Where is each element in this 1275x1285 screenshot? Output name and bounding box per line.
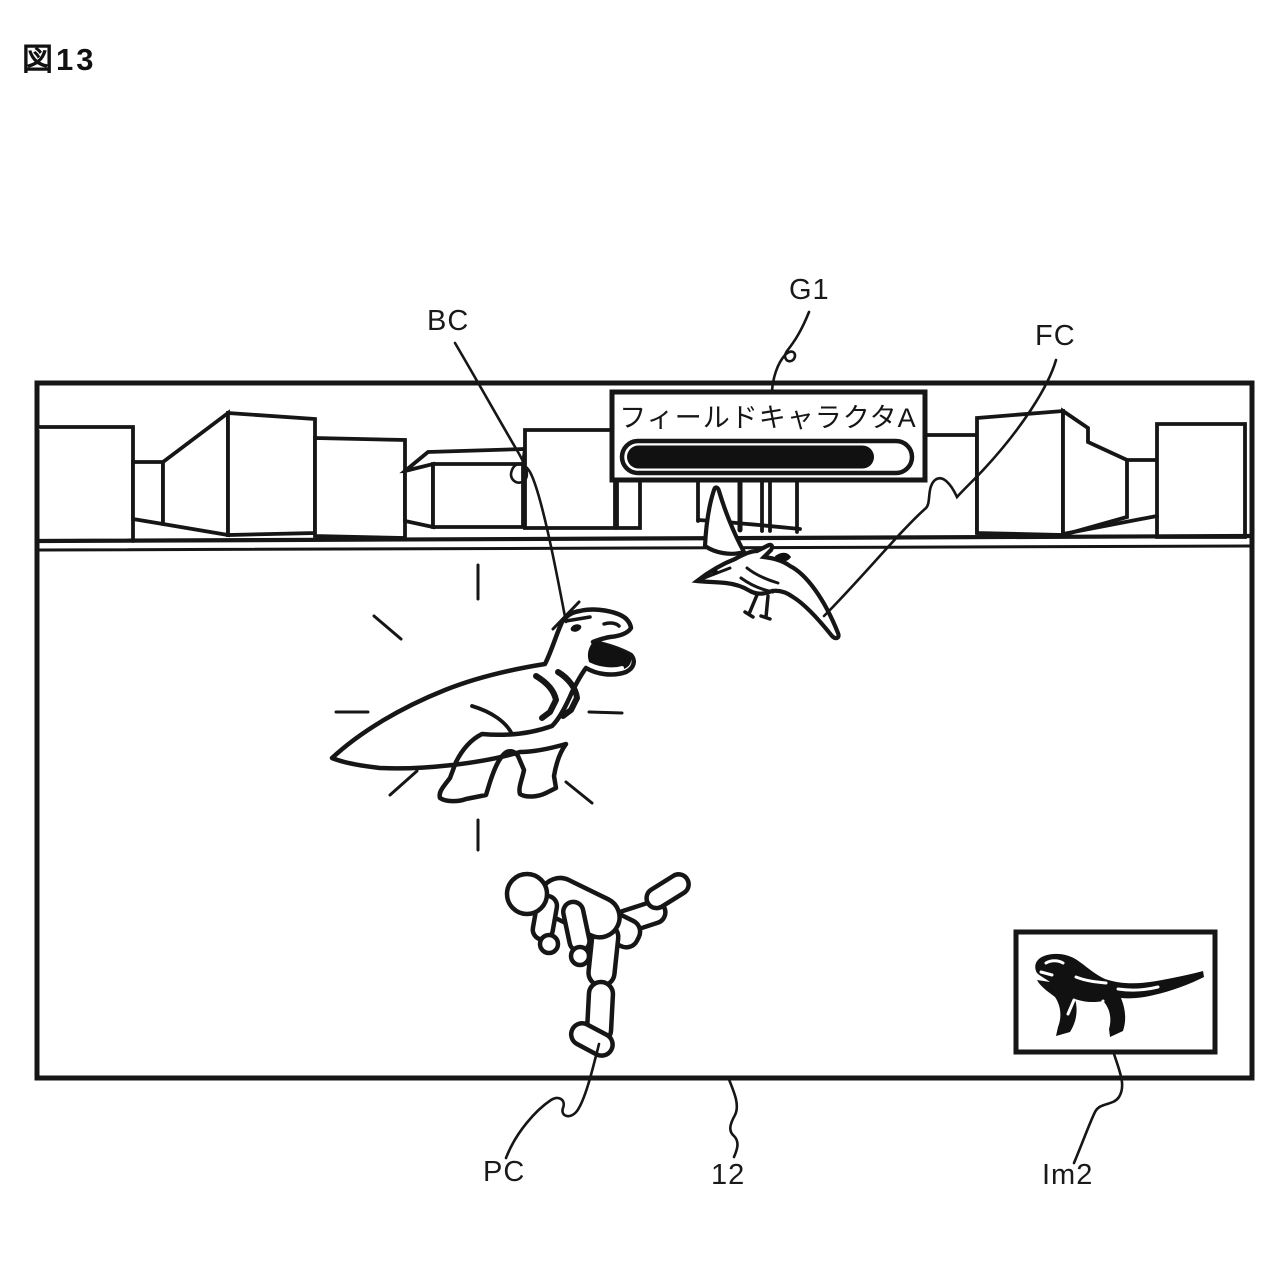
label-fc: FC <box>1035 320 1076 352</box>
field-character-pterosaur <box>691 485 841 641</box>
inset-trex-silhouette <box>1035 953 1204 1037</box>
pc-hand-far <box>568 944 592 968</box>
trex-jaw-highlight <box>583 660 624 672</box>
inset-image <box>1013 929 1218 1055</box>
status-gauge: フィールドキャラクタA <box>609 389 928 483</box>
pc-hand-near <box>537 932 561 956</box>
trex-brow <box>564 615 592 623</box>
player-character-figure <box>504 871 691 1058</box>
leader-12 <box>726 1075 739 1159</box>
building-small-3d-front <box>431 462 525 529</box>
label-im2: Im2 <box>1042 1159 1094 1191</box>
trex-arm-2 <box>555 669 580 719</box>
pc-raised-foot <box>644 872 691 911</box>
label-g1: G1 <box>789 274 830 306</box>
leader-g1 <box>770 310 811 393</box>
street-curb <box>1061 514 1159 536</box>
pc-head <box>504 871 550 917</box>
street-line-upper <box>34 533 1253 544</box>
leader-lines <box>453 310 1124 1165</box>
inset-trex-highlights <box>1039 959 1160 1018</box>
building-step <box>615 478 642 530</box>
figure-number: 図13 <box>22 42 97 77</box>
label-12: 12 <box>711 1159 746 1191</box>
trex-mouth <box>587 641 632 671</box>
gauge-title: フィールドキャラクタA <box>619 403 916 433</box>
leader-im2 <box>1072 1052 1124 1165</box>
trex-arm-1 <box>533 673 559 721</box>
leader-fc <box>822 358 1058 618</box>
pterosaur-legs <box>743 593 772 621</box>
label-pc: PC <box>483 1156 526 1188</box>
pterosaur-left-wing <box>702 485 748 556</box>
building-prism-front <box>226 410 317 537</box>
pterosaur-fold-line-1 <box>745 566 780 585</box>
building-connector <box>131 460 165 527</box>
pterosaur-eye <box>712 569 718 575</box>
label-bc: BC <box>427 305 470 337</box>
boss-character-trex <box>329 563 636 852</box>
trex-eye <box>570 624 582 632</box>
gauge-bar-fill <box>627 445 874 469</box>
pterosaur-wing-claw <box>775 552 791 562</box>
building-mid-box <box>313 436 407 540</box>
pc-foot <box>568 1021 615 1058</box>
street-line-lower <box>38 544 1252 552</box>
leader-pc <box>504 1042 601 1160</box>
building-tall-box <box>523 428 617 530</box>
trex-body <box>329 607 636 804</box>
building-small-3d-side <box>403 461 435 530</box>
trex-nostril <box>602 621 621 628</box>
leader-bc <box>453 341 568 624</box>
building-big-front <box>975 408 1065 537</box>
building-right-box <box>1155 422 1247 539</box>
pterosaur-fold-line-2 <box>739 576 775 594</box>
city-skyline <box>34 407 1253 552</box>
trex-thigh-line <box>470 704 514 736</box>
